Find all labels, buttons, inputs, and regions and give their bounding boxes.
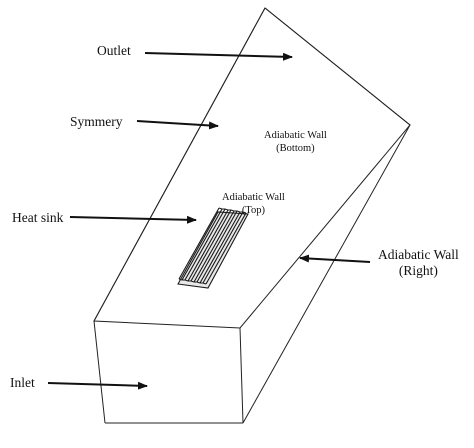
adiabatic-bottom-line1: Adiabatic Wall	[264, 130, 327, 141]
adiabatic-right-line2: (Right)	[398, 263, 438, 279]
far-vertical-edge	[264, 7, 411, 126]
heat-sink-arrow	[69, 215, 197, 224]
adiabatic-top-label: Adiabatic Wall (Top)	[222, 192, 285, 217]
domain-box	[93, 7, 411, 424]
edge-top-long	[93, 7, 266, 322]
inlet-label: Inlet	[10, 375, 35, 390]
adiabatic-top-line1: Adiabatic Wall	[222, 192, 285, 203]
heat-sink-fins	[178, 207, 247, 285]
adiabatic-right-arrow	[299, 254, 371, 263]
edge-bottom-front	[239, 327, 244, 424]
callout-arrows	[47, 52, 371, 390]
adiabatic-bottom-line2: (Bottom)	[276, 142, 315, 154]
symmetry-arrow	[136, 120, 219, 130]
adiabatic-right-label: Adiabatic Wall (Right)	[378, 247, 459, 279]
heat-sink-label: Heat sink	[12, 210, 64, 225]
edge-outlet-left-to-inlet	[93, 320, 106, 424]
adiabatic-bottom-label: Adiabatic Wall (Bottom)	[264, 130, 327, 155]
inlet-arrow	[47, 381, 148, 390]
heat-sink-base	[177, 211, 249, 289]
symmetry-label: Symmery	[70, 114, 123, 129]
outlet-label: Outlet	[97, 43, 131, 58]
edge-right-long	[242, 124, 411, 424]
outlet-arrow	[144, 52, 293, 61]
adiabatic-top-line2: (Top)	[241, 204, 265, 216]
heat-sink-model	[177, 207, 249, 289]
adiabatic-right-line1: Adiabatic Wall	[378, 247, 459, 262]
